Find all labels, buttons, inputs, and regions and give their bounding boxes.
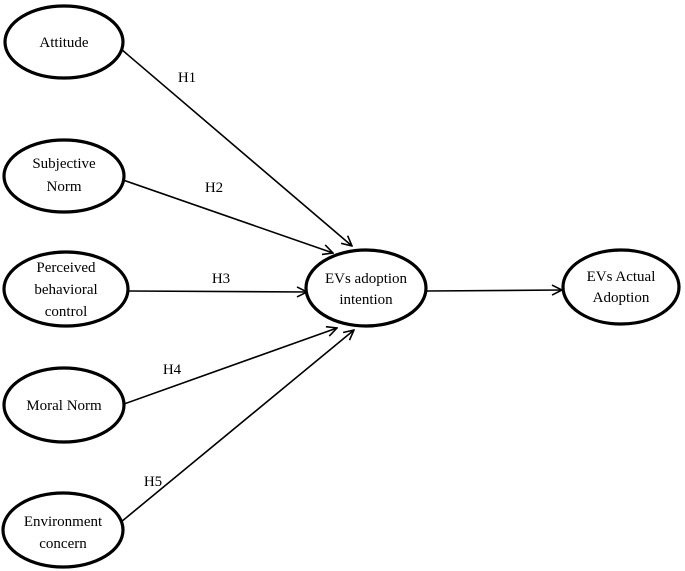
node-subjective-norm: Subjective Norm [2,138,126,214]
node-attitude-label-line-1: Attitude [39,35,89,51]
node-attitude: Attitude [3,4,125,80]
edge-label-h2: H2 [205,180,223,196]
node-attitude-ellipse [3,4,125,80]
edge-h5-arrow [120,330,354,523]
edge-label-h5: H5 [144,474,162,490]
node-environment-concern-label-line-1: Environment [24,514,103,530]
node-pbc-label-line-3: control [45,304,88,320]
node-subjective-norm-label-line-2: Norm [47,179,82,195]
edge-label-h4: H4 [163,362,182,378]
edge-label-h3: H3 [212,271,230,287]
edge-h4-arrow [123,328,337,405]
edge-label-h1: H1 [178,70,196,86]
node-moral-norm-ellipse [2,366,126,444]
node-adoption-label-line-2: Adoption [593,290,650,306]
node-pbc-ellipse [2,250,130,328]
edge-intention-adoption-arrow [426,290,562,291]
node-moral-norm-label-line-1: Moral Norm [26,398,102,414]
edge-h2-arrow [122,179,333,253]
node-perceived-behavioral-control: Perceived behavioral control [2,250,130,328]
node-subjective-norm-ellipse [2,138,126,214]
node-pbc-label-line-1: Perceived [36,260,96,276]
node-environment-concern: Environment concern [1,491,125,569]
node-moral-norm: Moral Norm [2,366,126,444]
node-subjective-norm-label-line-1: Subjective [32,156,96,172]
node-pbc-label-line-2: behavioral [34,282,97,298]
node-adoption-ellipse [561,248,681,326]
node-evs-actual-adoption: EVs Actual Adoption [561,248,681,326]
edges: H1 H2 H3 H4 H5 [120,48,562,523]
node-adoption-label-line-1: EVs Actual [587,269,656,285]
edge-h3-arrow [127,291,307,292]
edge-h1-arrow [120,48,352,246]
node-environment-concern-label-line-2: concern [39,536,87,552]
node-evs-adoption-intention: EVs adoption intention [304,248,428,328]
node-intention-label-line-1: EVs adoption [325,271,408,287]
node-intention-ellipse [304,248,428,328]
node-intention-label-line-2: intention [339,292,393,308]
node-environment-concern-ellipse [1,491,125,569]
